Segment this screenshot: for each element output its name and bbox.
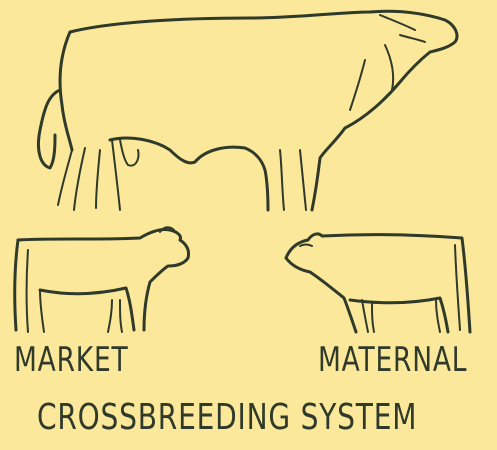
market-steer-drawing bbox=[15, 227, 189, 332]
bull-drawing bbox=[38, 11, 456, 210]
market-label: MARKET bbox=[14, 340, 128, 380]
diagram-title: CROSSBREEDING SYSTEM bbox=[37, 397, 417, 438]
maternal-label: MATERNAL bbox=[318, 340, 467, 380]
maternal-cow-drawing bbox=[286, 234, 470, 332]
